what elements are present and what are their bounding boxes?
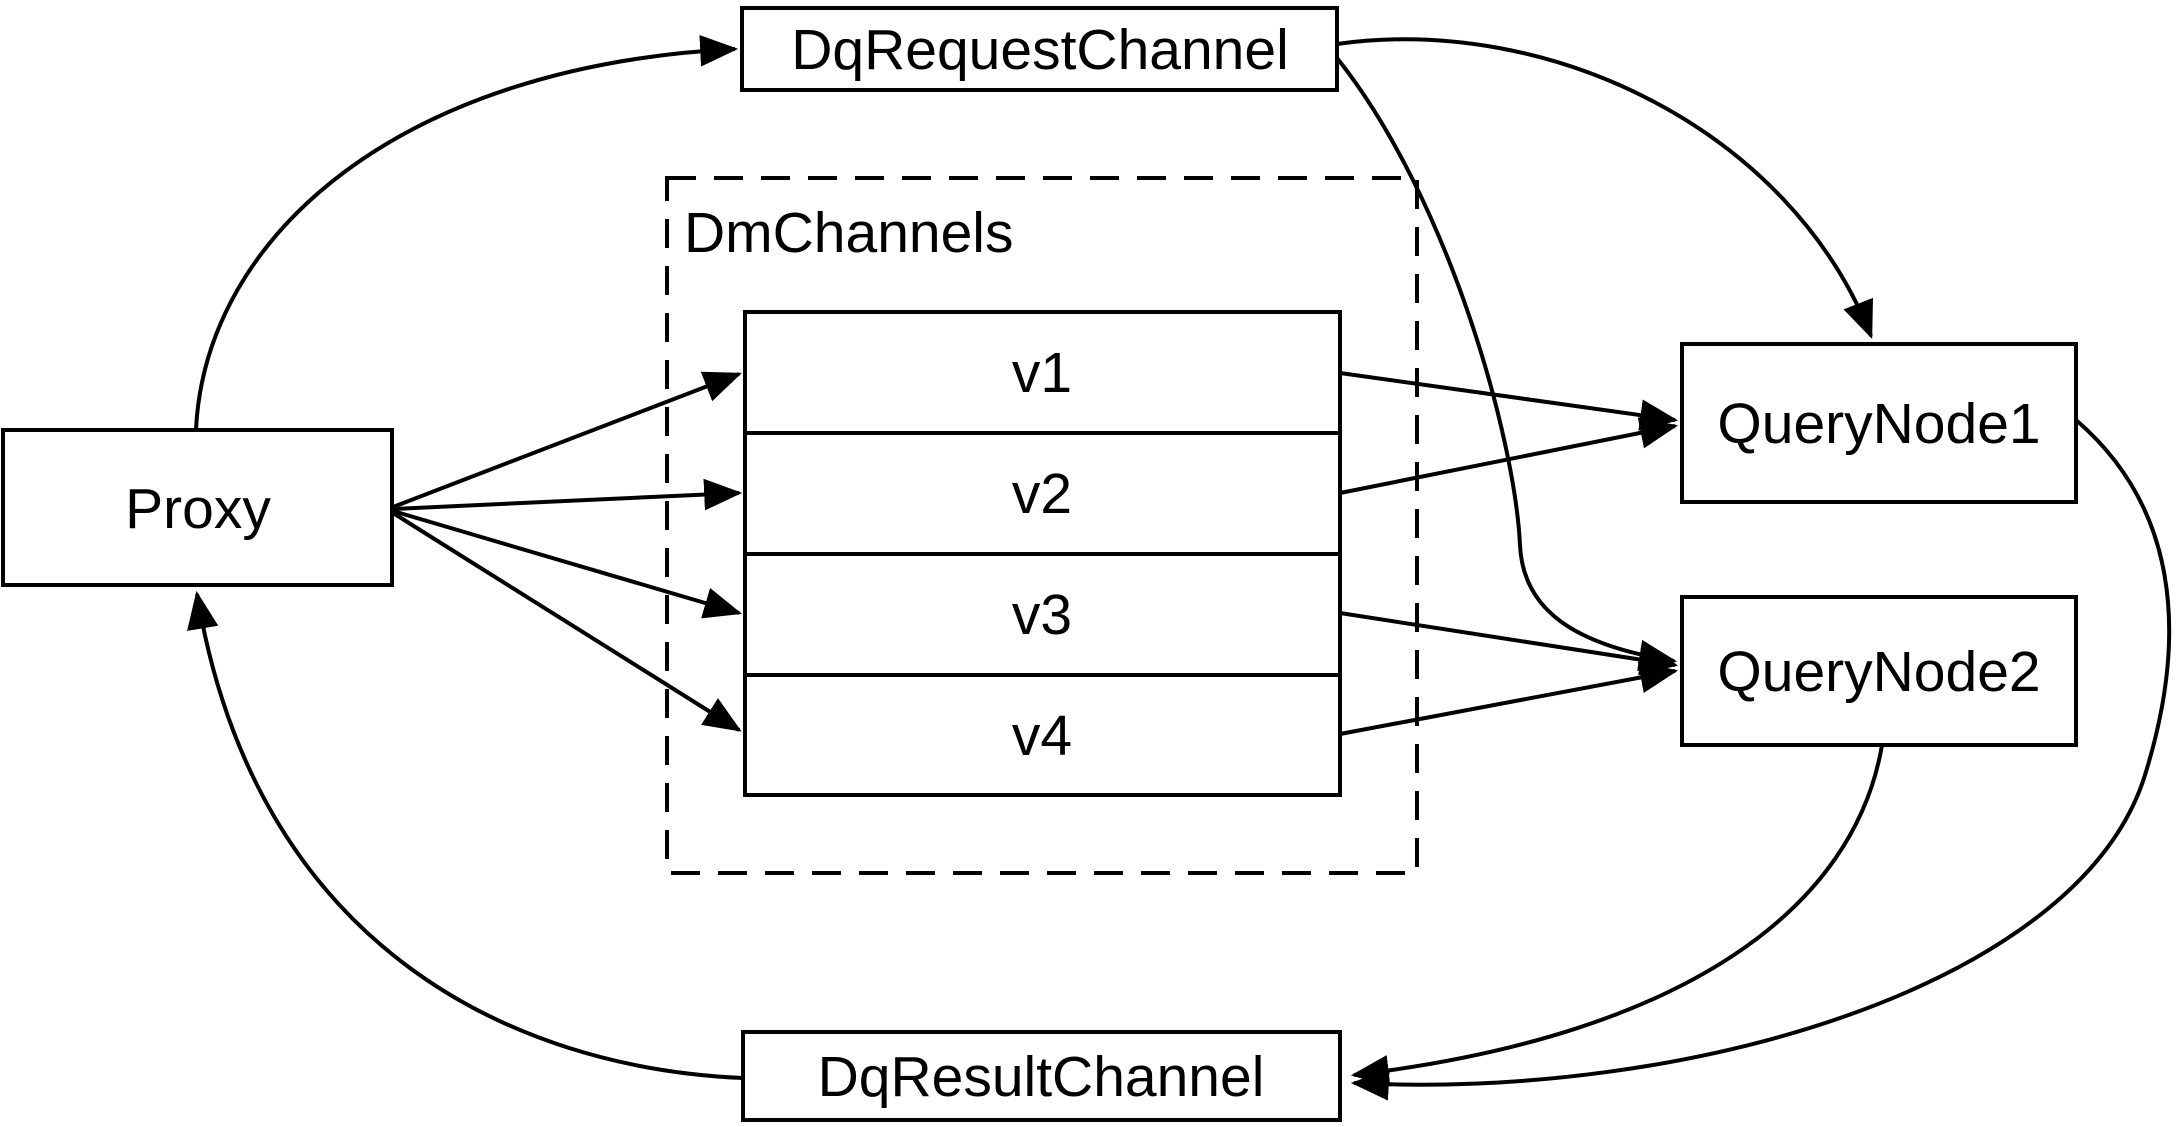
dqrequestchannel-node — [740, 6, 1339, 92]
querynode2-label: QueryNode2 — [1717, 640, 2040, 704]
dqresultchannel-label: DqResultChannel — [818, 1045, 1265, 1109]
channel-stack — [743, 310, 1342, 797]
querynode1-label: QueryNode1 — [1717, 392, 2040, 456]
edge-proxy-to-dqrequestchannel — [194, 34, 739, 430]
dmchannels-group-box — [665, 176, 1419, 875]
edge-proxy-to-v2 — [392, 478, 743, 511]
edge-v1-to-querynode1 — [1339, 371, 1679, 431]
edge-querynode2-to-dqresultchannel — [1350, 744, 1884, 1087]
edge-proxy-to-v4 — [391, 511, 742, 732]
querynode2-node — [1680, 595, 2078, 747]
channel-v4-label: v4 — [1012, 704, 1072, 768]
channel-v1-label: v1 — [1012, 341, 1072, 405]
dqresultchannel-node — [741, 1030, 1342, 1122]
edge-dqrequestchannel-to-querynode2 — [1335, 56, 1678, 672]
edge-dqresultchannel-to-proxy — [187, 590, 744, 1080]
dmchannels-label: DmChannels — [684, 201, 1013, 265]
edge-v3-to-querynode2 — [1339, 611, 1679, 676]
channel-v3-label: v3 — [1012, 583, 1072, 647]
dqrequestchannel-label: DqRequestChannel — [791, 18, 1289, 82]
edge-proxy-to-v1 — [392, 371, 742, 509]
edge-querynode1-to-dqresultchannel — [1350, 418, 2172, 1101]
edge-dqrequestchannel-to-querynode1 — [1336, 37, 1873, 339]
querynode1-node — [1680, 342, 2078, 504]
channel-v2-label: v2 — [1012, 462, 1072, 526]
edge-proxy-to-v3 — [392, 509, 743, 619]
proxy-node — [1, 428, 394, 587]
edge-v2-to-querynode1 — [1339, 417, 1679, 495]
edge-v4-to-querynode2 — [1339, 661, 1679, 736]
proxy-label: Proxy — [125, 477, 271, 541]
